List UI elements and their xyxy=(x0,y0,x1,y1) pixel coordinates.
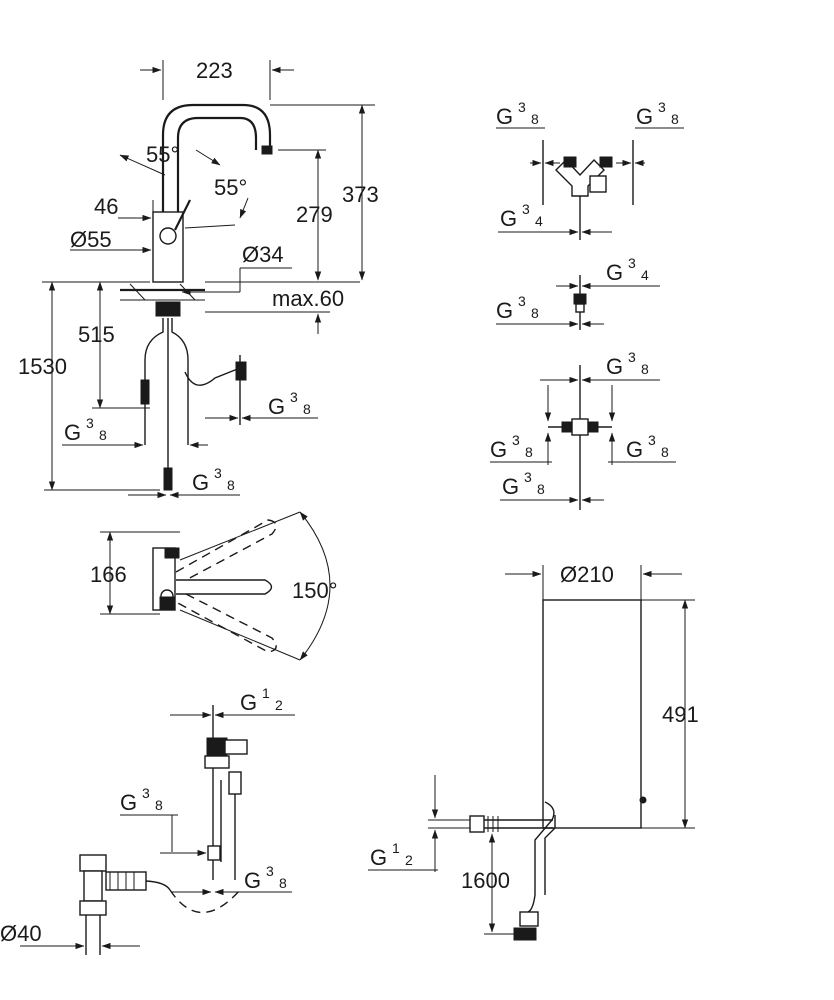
svg-text:3: 3 xyxy=(648,432,656,448)
svg-text:3: 3 xyxy=(86,415,94,431)
svg-text:8: 8 xyxy=(99,427,107,443)
svg-text:G: G xyxy=(64,420,81,445)
svg-text:1: 1 xyxy=(262,685,270,701)
dim-plan-depth: 166 xyxy=(90,562,127,587)
svg-text:G: G xyxy=(496,104,513,129)
lever xyxy=(174,199,191,231)
cross-top-label: G 3 8 xyxy=(606,349,649,379)
faucet-plan-view: 166 150° xyxy=(90,511,338,661)
dim-swivel-b: 55° xyxy=(214,175,247,200)
svg-text:G: G xyxy=(370,845,387,870)
svg-text:4: 4 xyxy=(535,213,543,229)
svg-text:3: 3 xyxy=(142,785,150,801)
svg-text:3: 3 xyxy=(522,201,530,217)
svg-text:3: 3 xyxy=(524,469,532,485)
cross-left-label: G 3 8 xyxy=(490,432,533,462)
dim-width: 223 xyxy=(196,58,233,83)
svg-text:1: 1 xyxy=(392,840,400,856)
tee-out-label: G 3 4 xyxy=(500,201,543,231)
svg-text:3: 3 xyxy=(512,432,520,448)
tee-fitting: G 3 8 G 3 8 G 3 4 xyxy=(496,99,684,240)
svg-text:G: G xyxy=(606,260,623,285)
valve-top-label: G 1 2 xyxy=(240,685,283,715)
svg-text:8: 8 xyxy=(531,111,539,127)
dim-drain: Ø40 xyxy=(0,921,42,946)
filter-conn-label: G 1 2 xyxy=(370,840,413,870)
faucet-side-view: 223 373 279 55° 55° 46 Ø55 Ø34 max.60 51… xyxy=(18,58,379,499)
dim-body-dia: Ø55 xyxy=(70,227,112,252)
svg-text:G: G xyxy=(490,437,507,462)
svg-text:G: G xyxy=(502,474,519,499)
svg-text:8: 8 xyxy=(537,481,545,497)
dim-tank-height: 491 xyxy=(662,702,699,727)
dim-hose-length: 1600 xyxy=(461,868,510,893)
dim-lever: 46 xyxy=(94,194,118,219)
svg-text:3: 3 xyxy=(290,389,298,405)
mounting-nut xyxy=(155,301,181,317)
cross-fitting: G 3 8 G 3 8 G 3 8 G 3 8 xyxy=(490,349,676,510)
cross-bottom-label: G 3 8 xyxy=(502,469,545,499)
svg-text:8: 8 xyxy=(155,797,163,813)
svg-text:2: 2 xyxy=(275,697,283,713)
svg-text:3: 3 xyxy=(266,863,274,879)
svg-text:8: 8 xyxy=(525,444,533,460)
valve-low-label: G 3 8 xyxy=(244,863,287,893)
svg-text:G: G xyxy=(636,104,653,129)
svg-text:G: G xyxy=(606,354,623,379)
svg-text:G: G xyxy=(500,206,517,231)
adapter-fitting: G 3 4 G 3 8 xyxy=(496,255,660,330)
svg-text:G: G xyxy=(240,690,257,715)
handle-knob xyxy=(159,227,177,245)
svg-text:3: 3 xyxy=(214,465,222,481)
svg-text:G: G xyxy=(120,790,137,815)
dim-tank-dia: Ø210 xyxy=(560,562,614,587)
svg-text:8: 8 xyxy=(661,444,669,460)
svg-text:G: G xyxy=(192,470,209,495)
tee-in-left-label: G 3 8 xyxy=(496,99,539,129)
svg-text:3: 3 xyxy=(658,99,666,115)
svg-text:3: 3 xyxy=(628,349,636,365)
conn-bottom-label: G 3 8 xyxy=(192,465,235,495)
tank-body xyxy=(542,599,642,829)
svg-text:8: 8 xyxy=(303,401,311,417)
adapter-bottom-label: G 3 8 xyxy=(496,293,539,323)
dim-hole-dia: Ø34 xyxy=(242,242,284,267)
svg-text:G: G xyxy=(496,298,513,323)
dim-total: 1530 xyxy=(18,354,67,379)
conn-left-label: G 3 8 xyxy=(64,415,107,445)
dim-max-deck: max.60 xyxy=(272,286,344,311)
svg-text:G: G xyxy=(268,394,285,419)
svg-text:8: 8 xyxy=(671,111,679,127)
dim-height: 373 xyxy=(342,182,379,207)
svg-text:3: 3 xyxy=(628,255,636,271)
svg-text:8: 8 xyxy=(279,875,287,891)
svg-text:2: 2 xyxy=(405,852,413,868)
svg-text:3: 3 xyxy=(518,99,526,115)
valve-assembly: G 1 2 G 3 8 G 3 8 Ø40 xyxy=(0,685,295,955)
svg-text:8: 8 xyxy=(531,305,539,321)
tee-in-right-label: G 3 8 xyxy=(636,99,679,129)
dim-swivel-a: 55° xyxy=(146,142,179,167)
cross-right-label: G 3 8 xyxy=(626,432,669,462)
dim-spout: 279 xyxy=(296,202,333,227)
svg-text:4: 4 xyxy=(641,267,649,283)
svg-text:8: 8 xyxy=(641,361,649,377)
dim-below: 515 xyxy=(78,322,115,347)
valve-mid-label: G 3 8 xyxy=(120,785,163,815)
svg-text:G: G xyxy=(626,437,643,462)
filter-tank: Ø210 491 G 1 2 1600 xyxy=(368,562,699,941)
conn-right-label: G 3 8 xyxy=(268,389,311,419)
adapter-top-label: G 3 4 xyxy=(606,255,649,285)
svg-text:8: 8 xyxy=(227,477,235,493)
dim-rotation: 150° xyxy=(292,578,338,603)
svg-text:G: G xyxy=(244,868,261,893)
svg-text:3: 3 xyxy=(518,293,526,309)
